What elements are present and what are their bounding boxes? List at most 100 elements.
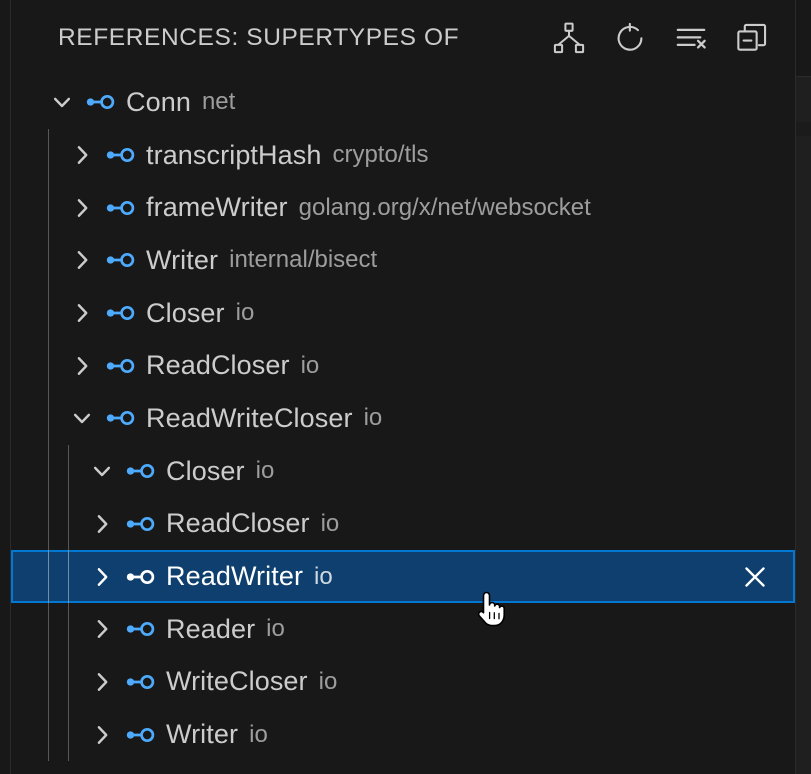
tree-row-detail: internal/bisect — [229, 246, 378, 274]
panel-right-divider — [795, 0, 796, 774]
interface-symbol-icon — [123, 718, 157, 752]
tree-row-detail: io — [320, 509, 340, 537]
tree-row[interactable]: Closer io — [11, 444, 795, 498]
refresh-icon — [612, 20, 648, 56]
interface-symbol-icon — [103, 138, 137, 172]
page-title: REFERENCES: SUPERTYPES OF — [58, 24, 460, 51]
interface-symbol-icon — [123, 560, 157, 594]
tree-row[interactable]: frameWriter golang.org/x/net/websocket — [11, 181, 795, 235]
interface-symbol-icon — [103, 243, 137, 277]
tree-row[interactable]: ReadCloser io — [11, 497, 795, 551]
panel-header: REFERENCES: SUPERTYPES OF — [11, 0, 795, 76]
chevron-right-icon[interactable] — [85, 665, 119, 699]
tree-indent-guide — [68, 602, 69, 656]
tree-indent-guide — [48, 497, 49, 551]
tree-row[interactable]: transcriptHash crypto/tls — [11, 128, 795, 182]
chevron-right-icon[interactable] — [85, 507, 119, 541]
tree-row-detail: io — [235, 299, 255, 327]
adjacent-editor-tab-row — [796, 0, 811, 76]
tree-row-label: Closer — [146, 297, 225, 328]
tree-row-label: Conn — [126, 86, 191, 117]
chevron-down-icon[interactable] — [85, 454, 119, 488]
tree-row-label: WriteCloser — [166, 666, 308, 697]
chevron-right-icon[interactable] — [65, 349, 99, 383]
tree-indent-guide — [48, 234, 49, 287]
tree-row-detail: crypto/tls — [332, 141, 429, 169]
tree-row-label: ReadWriteCloser — [146, 402, 353, 433]
adjacent-editor-breadcrumb — [796, 122, 811, 136]
tree-row-detail: golang.org/x/net/websocket — [298, 193, 591, 221]
chevron-right-icon[interactable] — [85, 560, 119, 594]
tree-row-label: Writer — [146, 244, 219, 275]
interface-symbol-icon — [123, 507, 157, 541]
tree-row-detail: io — [300, 351, 320, 379]
tree-indent-guide — [48, 181, 49, 235]
collapse-all-button[interactable] — [731, 17, 773, 59]
tree-row-detail: io — [255, 457, 275, 485]
interface-symbol-icon — [83, 85, 117, 119]
clear-all-icon — [673, 20, 709, 56]
tree-row-label: ReadWriter — [166, 561, 304, 592]
tree-indent-guide — [48, 339, 49, 393]
tree-row[interactable]: ReadWriteCloser io — [11, 392, 795, 445]
tree-row-label: transcriptHash — [146, 139, 322, 170]
tree-row[interactable]: ReadWriter io — [11, 550, 795, 603]
tree-indent-guide — [48, 444, 49, 498]
interface-symbol-icon — [123, 612, 157, 646]
tree-row-detail: io — [266, 615, 285, 643]
tree-row-detail: io — [249, 720, 268, 748]
tree-indent-guide — [48, 550, 49, 603]
chevron-right-icon[interactable] — [65, 243, 99, 277]
chevron-right-icon[interactable] — [65, 191, 99, 225]
tree-row-detail: io — [318, 667, 338, 695]
chevron-right-icon[interactable] — [85, 718, 119, 752]
tree-indent-guide — [48, 128, 49, 182]
tree-row[interactable]: WriteCloser io — [11, 655, 795, 709]
tree-indent-guide — [68, 708, 69, 761]
chevron-right-icon[interactable] — [85, 612, 119, 646]
tree-indent-guide — [48, 655, 49, 709]
tree-row[interactable]: Writer io — [11, 708, 795, 761]
tree-row-label: Writer — [166, 719, 239, 750]
tree-indent-guide — [48, 708, 49, 761]
collapse-all-icon — [734, 20, 770, 56]
interface-symbol-icon — [103, 296, 137, 330]
tree-row[interactable]: ReadCloser io — [11, 339, 795, 393]
interface-symbol-icon — [103, 401, 137, 435]
tree-row[interactable]: Reader io — [11, 602, 795, 656]
interface-symbol-icon — [123, 454, 157, 488]
tree-indent-guide — [48, 286, 49, 340]
refresh-button[interactable] — [609, 17, 651, 59]
tree-row-label: Reader — [166, 613, 256, 644]
tree-indent-guide — [48, 602, 49, 656]
interface-symbol-icon — [123, 665, 157, 699]
tree-row-detail: io — [363, 404, 383, 432]
tree-row-label: Closer — [166, 455, 245, 486]
clear-all-button[interactable] — [670, 17, 712, 59]
chevron-right-icon[interactable] — [65, 296, 99, 330]
tree-row-label: ReadCloser — [166, 508, 310, 539]
tree-indent-guide — [68, 497, 69, 551]
chevron-down-icon[interactable] — [65, 401, 99, 435]
chevron-right-icon[interactable] — [65, 138, 99, 172]
close-icon[interactable] — [738, 560, 772, 594]
show-type-hierarchy-button[interactable] — [548, 17, 590, 59]
header-actions — [548, 17, 773, 59]
tree-row[interactable]: Writer internal/bisect — [11, 234, 795, 287]
tree-row-detail: io — [314, 562, 333, 590]
tree-row[interactable]: Closer io — [11, 286, 795, 340]
tree-row-label: ReadCloser — [146, 350, 290, 381]
type-hierarchy-icon — [551, 20, 587, 56]
adjacent-editor-tab-border — [796, 76, 811, 77]
panel-left-border — [10, 0, 11, 774]
tree-indent-guide — [48, 392, 49, 445]
chevron-down-icon[interactable] — [45, 85, 79, 119]
adjacent-editor-edge — [796, 0, 811, 774]
tree-row-detail: net — [201, 88, 236, 116]
tree-row-label: frameWriter — [146, 192, 288, 223]
interface-symbol-icon — [103, 191, 137, 225]
interface-symbol-icon — [103, 349, 137, 383]
